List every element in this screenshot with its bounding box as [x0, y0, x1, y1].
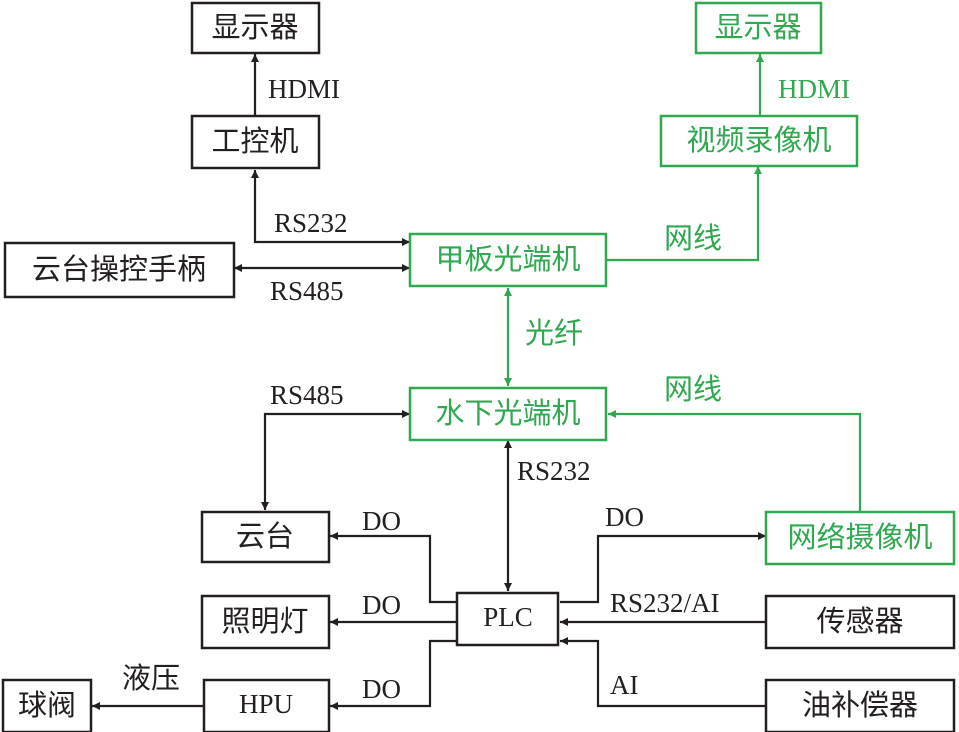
- label-hydraulic: 液压: [122, 661, 180, 695]
- label-net-recorder: 网线: [664, 221, 722, 255]
- node-oil-compensator: 油补偿器: [764, 678, 956, 732]
- node-label: 球阀: [18, 688, 76, 722]
- label-net-camera: 网线: [664, 372, 722, 406]
- node-label: 工控机: [211, 124, 298, 158]
- ai-arrow: [560, 637, 766, 708]
- label-hdmi-left: HDMI: [268, 74, 340, 104]
- rs485-ptz-arrow: [261, 410, 410, 510]
- label-fiber: 光纤: [525, 316, 583, 350]
- node-ball-valve: 球阀: [1, 678, 93, 732]
- node-label: 网络摄像机: [787, 520, 932, 554]
- node-label: 视频录像机: [686, 123, 831, 157]
- node-ptz: 云台: [200, 510, 331, 564]
- net-camera-arrow: [608, 410, 862, 512]
- node-hpu: HPU: [202, 678, 331, 732]
- connections: [92, 54, 862, 710]
- node-label: 油补偿器: [802, 688, 918, 722]
- label-hdmi-right: HDMI: [778, 74, 850, 104]
- node-display-right: 显示器: [694, 1, 823, 55]
- label-do-camera: DO: [605, 502, 644, 532]
- node-label: 显示器: [211, 10, 298, 44]
- node-label: 云台: [236, 519, 294, 553]
- connection-labels: HDMI HDMI RS232 RS485 网线 光纤 RS485 网线 RS2…: [122, 74, 850, 704]
- label-ai: AI: [610, 670, 639, 700]
- node-label: HPU: [239, 689, 293, 719]
- net-recorder-arrow: [606, 166, 762, 262]
- node-display-left: 显示器: [190, 1, 321, 55]
- label-rs232-plc: RS232: [517, 456, 591, 486]
- label-rs485-joystick: RS485: [270, 276, 344, 306]
- node-deck-optical: 甲板光端机: [408, 232, 608, 288]
- node-ptz-joystick: 云台操控手柄: [3, 241, 236, 299]
- node-label: 水下光端机: [435, 396, 580, 430]
- node-industrial-pc: 工控机: [190, 114, 321, 170]
- label-do-hpu: DO: [362, 674, 401, 704]
- node-lighting: 照明灯: [200, 594, 331, 650]
- do-hpu-arrow: [330, 639, 457, 710]
- rs232-pc-arrow: [251, 170, 410, 246]
- node-label: 传感器: [816, 604, 903, 638]
- label-rs232-ai: RS232/AI: [610, 588, 720, 618]
- node-label: 云台操控手柄: [32, 252, 206, 286]
- do-ptz-arrow: [330, 532, 457, 604]
- label-do-light: DO: [362, 590, 401, 620]
- node-label: PLC: [483, 602, 533, 632]
- node-label: 照明灯: [221, 604, 308, 638]
- label-do-ptz: DO: [362, 506, 401, 536]
- label-rs485-ptz: RS485: [270, 380, 344, 410]
- node-sensor: 传感器: [764, 594, 956, 650]
- node-video-recorder: 视频录像机: [659, 114, 859, 168]
- node-underwater-optical: 水下光端机: [408, 386, 608, 442]
- label-rs232-pc: RS232: [274, 208, 348, 238]
- node-label: 显示器: [714, 10, 801, 44]
- node-label: 甲板光端机: [435, 242, 580, 276]
- node-plc: PLC: [455, 591, 560, 647]
- node-network-camera: 网络摄像机: [764, 510, 956, 566]
- do-camera-arrow: [560, 532, 766, 604]
